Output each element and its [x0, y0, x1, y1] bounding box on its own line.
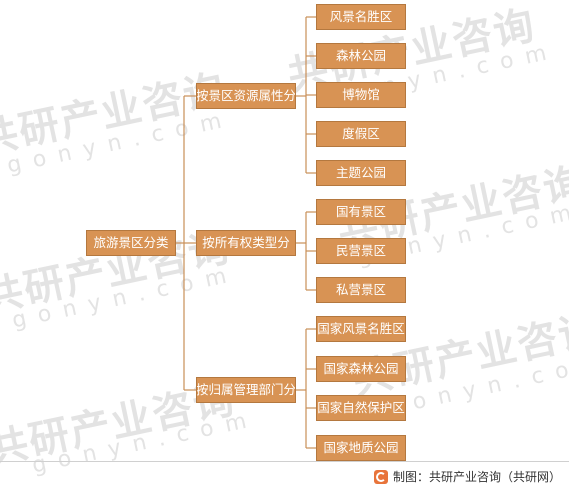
leaf-node: 国家森林公园	[316, 356, 406, 382]
root-node: 旅游景区分类	[86, 230, 176, 256]
leaf-node: 森林公园	[316, 43, 406, 69]
category-node: 按归属管理部门分	[196, 377, 296, 403]
leaf-node: 国有景区	[316, 199, 406, 225]
leaf-node: 民营景区	[316, 238, 406, 264]
leaf-node: 风景名胜区	[316, 4, 406, 30]
leaf-node: 博物馆	[316, 82, 406, 108]
category-node: 按景区资源属性分	[196, 83, 296, 109]
footer-divider	[0, 461, 569, 462]
leaf-node: 国家自然保护区	[316, 395, 406, 421]
leaf-node: 国家风景名胜区	[316, 316, 406, 342]
leaf-node: 私营景区	[316, 277, 406, 303]
leaf-node: 国家地质公园	[316, 435, 406, 461]
source-credit: 制图：共研产业咨询（共研网）	[373, 468, 561, 485]
category-node: 按所有权类型分	[196, 230, 296, 256]
gonyn-logo-icon	[373, 469, 388, 484]
leaf-node: 度假区	[316, 121, 406, 147]
leaf-node: 主题公园	[316, 160, 406, 186]
source-text: 制图：共研产业咨询（共研网）	[392, 470, 561, 484]
